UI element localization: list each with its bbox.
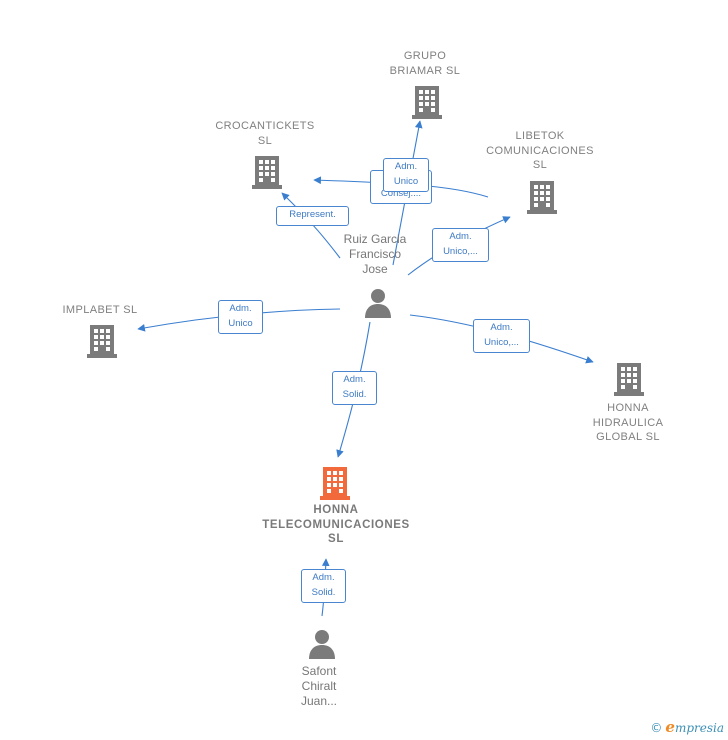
person-icon-ruiz: [365, 289, 391, 318]
relation-box-telecom-safont[interactable]: Adm. Solid.: [301, 569, 346, 603]
company-label-grupo-briamar[interactable]: GRUPO BRIAMAR SL: [389, 50, 461, 77]
relation-box-telecom-ruiz[interactable]: Adm. Solid.: [332, 371, 377, 405]
copyright-icon: ©: [650, 721, 663, 735]
relation-box-implabet[interactable]: Adm. Unico: [218, 300, 263, 334]
company-label-libetok[interactable]: LIBETOK COMUNICACIONES SL: [486, 130, 594, 171]
building-icon-libetok: [527, 181, 557, 214]
building-icon-honna-hidraulica: [614, 363, 644, 396]
brand-logo-text: mpresia: [674, 721, 724, 735]
building-icon-implabet: [87, 325, 117, 358]
company-label-crocantickets[interactable]: CROCANTICKETS SL: [215, 120, 315, 147]
person-icons: [309, 289, 391, 659]
relation-box-hidraulica[interactable]: Adm. Unico,...: [473, 319, 530, 353]
brand-logo-e: e: [665, 718, 675, 736]
person-label-ruiz[interactable]: Ruiz Garcia Francisco Jose: [343, 232, 407, 276]
relation-box-libetok[interactable]: Adm. Unico,...: [432, 228, 489, 262]
edge-ruiz-crocantickets-represent: [281, 192, 341, 259]
building-icon-grupo-briamar: [412, 86, 442, 119]
company-label-honna-telecom[interactable]: HONNA TELECOMUNICACIONES SL: [262, 504, 410, 545]
relation-box-briamar[interactable]: Adm. Unico: [383, 158, 429, 192]
brand-footer: ©empresia: [650, 718, 724, 736]
building-icon-crocantickets: [252, 156, 282, 189]
company-label-implabet[interactable]: IMPLABET SL: [62, 304, 138, 316]
person-label-safont[interactable]: Safont Chiralt Juan...: [300, 664, 338, 708]
company-label-honna-hidraulica[interactable]: HONNA HIDRAULICA GLOBAL SL: [592, 402, 664, 443]
person-icon-safont: [309, 630, 335, 659]
building-icon-honna-telecom: [320, 467, 350, 500]
relation-box-represent[interactable]: Represent.: [276, 206, 349, 226]
